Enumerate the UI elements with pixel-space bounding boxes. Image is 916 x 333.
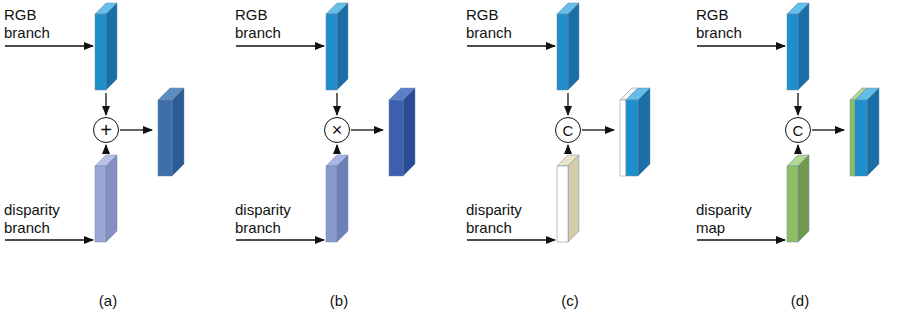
operator-symbol: +	[100, 120, 112, 140]
arrow	[467, 239, 555, 240]
branch-label: disparity branch	[4, 201, 82, 237]
arrow	[336, 93, 337, 115]
feature-front	[95, 166, 106, 242]
feature-side	[798, 155, 809, 242]
feature-front	[389, 100, 403, 176]
feature-side	[798, 3, 809, 90]
branch-label: RGB branch	[466, 6, 526, 42]
panel-caption: (d)	[782, 292, 818, 310]
feature-front	[626, 100, 638, 176]
feature-front	[326, 14, 337, 90]
branch-label: disparity branch	[466, 201, 544, 237]
feature-front	[95, 14, 106, 90]
branch-label: disparity branch	[235, 201, 313, 237]
operator-circle: ×	[324, 117, 350, 143]
arrow	[105, 145, 106, 153]
feature-side	[867, 88, 879, 176]
arrow	[812, 129, 844, 130]
panel-caption: (a)	[90, 292, 126, 310]
arrow	[236, 45, 324, 46]
feature-side	[403, 88, 415, 176]
feature-front	[620, 100, 626, 176]
feature-front	[158, 100, 172, 176]
arrow	[336, 145, 337, 153]
feature-front	[326, 166, 337, 242]
arrow	[582, 129, 614, 130]
arrow	[567, 93, 568, 115]
feature-front	[557, 14, 568, 90]
arrow	[567, 145, 568, 153]
feature-front	[787, 166, 798, 242]
feature-side	[626, 88, 638, 176]
arrow	[797, 145, 798, 153]
arrow	[797, 93, 798, 115]
operator-circle: +	[93, 117, 119, 143]
operator-symbol: C	[563, 123, 574, 138]
arrow	[467, 45, 555, 46]
panel-caption: (c)	[552, 292, 588, 310]
feature-side	[568, 155, 579, 242]
feature-side	[855, 88, 867, 176]
arrow	[236, 239, 324, 240]
feature-side	[106, 155, 117, 242]
feature-front	[855, 100, 867, 176]
branch-label: RGB branch	[4, 6, 64, 42]
feature-side	[638, 88, 650, 176]
arrow	[697, 239, 785, 240]
operator-circle: C	[785, 117, 811, 143]
feature-side	[337, 155, 348, 242]
feature-side	[337, 3, 348, 90]
arrow	[105, 93, 106, 115]
branch-label: RGB branch	[235, 6, 295, 42]
arrow	[5, 45, 93, 46]
operator-symbol: C	[793, 123, 804, 138]
operator-symbol: ×	[332, 121, 343, 139]
branch-label: disparity map	[696, 201, 774, 237]
arrow	[5, 239, 93, 240]
panel-caption: (b)	[321, 292, 357, 310]
branch-label: RGB branch	[696, 6, 756, 42]
feature-front	[787, 14, 798, 90]
arrow	[120, 129, 152, 130]
arrow	[351, 129, 383, 130]
operator-circle: C	[555, 117, 581, 143]
feature-side	[568, 3, 579, 90]
feature-front	[557, 166, 568, 242]
feature-front	[850, 100, 855, 176]
feature-side	[106, 3, 117, 90]
feature-side	[172, 88, 184, 176]
arrow	[697, 45, 785, 46]
